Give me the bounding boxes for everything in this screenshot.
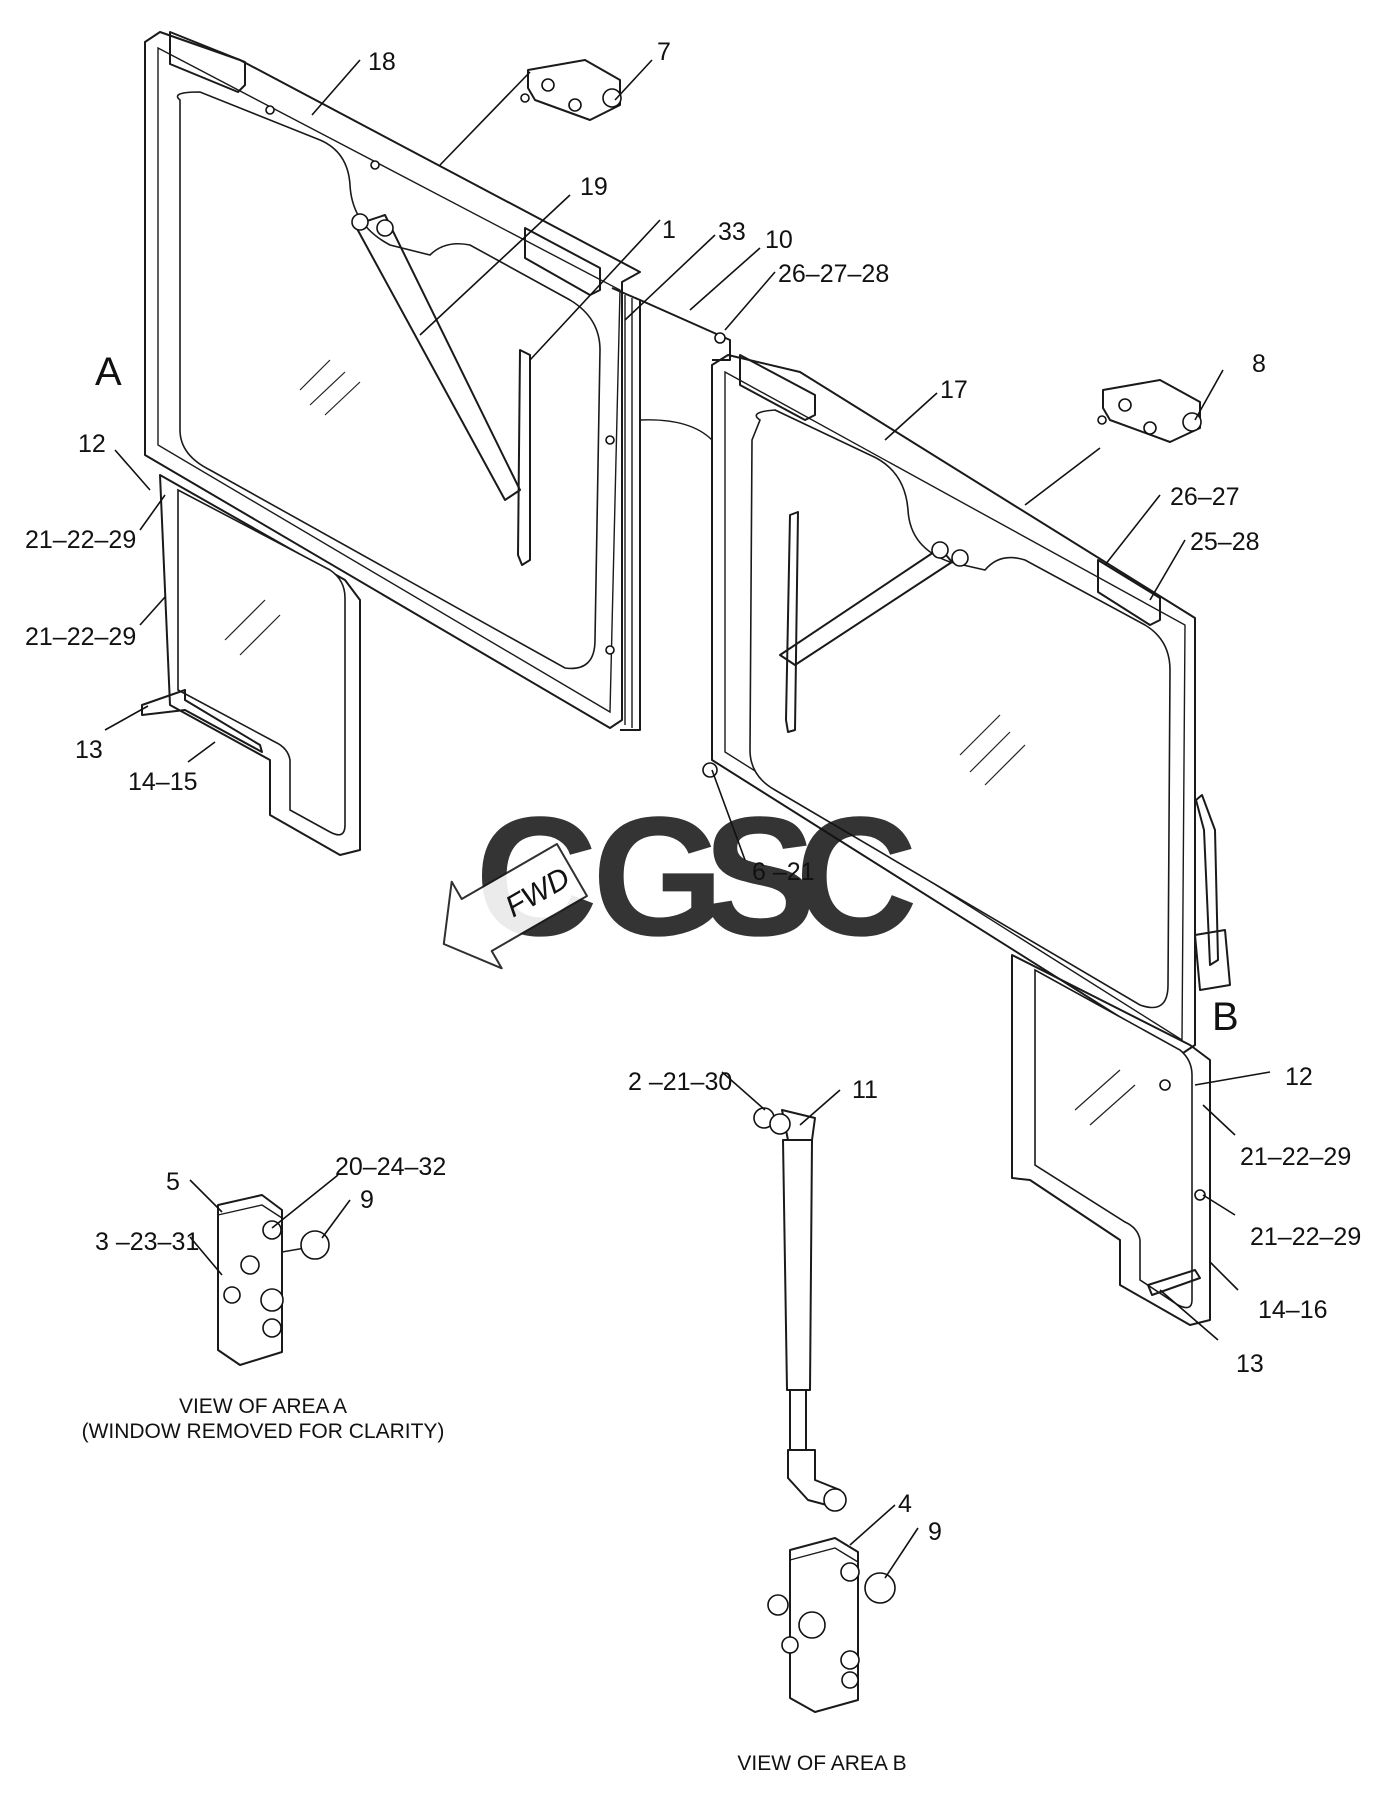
callout-17: 17 — [940, 376, 968, 404]
caption-area-a-title: VIEW OF AREA A — [179, 1395, 347, 1418]
leader-lines — [104, 59, 1271, 1579]
callout-18: 18 — [368, 48, 396, 76]
callout-21-22-29-left-a: 21–22–29 — [25, 526, 136, 554]
callout-21-22-29-right-b: 21–22–29 — [1250, 1223, 1361, 1251]
center-pillar — [611, 287, 731, 731]
area-b-latch-detail — [767, 1537, 896, 1713]
callout-2-21-30: 2 –21–30 — [628, 1068, 732, 1096]
callout-4: 4 — [898, 1490, 912, 1518]
caption-area-b-title: VIEW OF AREA B — [737, 1752, 906, 1775]
callout-9-a: 9 — [360, 1186, 374, 1214]
callout-10: 10 — [765, 226, 793, 254]
left-window-frame — [141, 31, 641, 856]
callout-13-left: 13 — [75, 736, 103, 764]
callout-8: 8 — [1252, 350, 1266, 378]
callout-13-right: 13 — [1236, 1350, 1264, 1378]
callout-14-16: 14–16 — [1258, 1296, 1328, 1324]
caption-area-a-note: (WINDOW REMOVED FOR CLARITY) — [82, 1420, 445, 1443]
latch-assembly-8 — [1097, 379, 1202, 443]
latch-assembly-7 — [520, 59, 622, 121]
callout-26-27: 26–27 — [1170, 483, 1240, 511]
area-label-b: B — [1212, 995, 1239, 1039]
area-label-a: A — [95, 350, 122, 394]
callouts: 18 7 19 1 33 10 26–27–28 8 17 12 21–22–2… — [25, 38, 1361, 1546]
callout-33: 33 — [718, 218, 746, 246]
callout-20-24-32: 20–24–32 — [335, 1153, 446, 1181]
callout-12-left: 12 — [78, 430, 106, 458]
callout-11: 11 — [852, 1076, 878, 1104]
callout-7: 7 — [657, 38, 671, 66]
watermark-letter-4: C — [795, 782, 918, 972]
area-a-latch-detail — [217, 1194, 330, 1366]
callout-21-22-29-left-b: 21–22–29 — [25, 623, 136, 651]
callout-6-21: 6 –21 — [752, 858, 815, 886]
callout-25-28: 25–28 — [1190, 528, 1260, 556]
watermark-letter-2: G — [592, 782, 724, 972]
callout-12-right: 12 — [1285, 1063, 1313, 1091]
callout-19: 19 — [580, 173, 608, 201]
gas-strut-11 — [753, 1107, 847, 1512]
callout-5: 5 — [166, 1168, 180, 1196]
callout-26-27-28: 26–27–28 — [778, 260, 889, 288]
callout-3-23-31: 3 –23–31 — [95, 1228, 199, 1256]
callout-1: 1 — [662, 216, 676, 244]
right-window-frame — [702, 354, 1231, 1326]
callout-9-b: 9 — [928, 1518, 942, 1546]
callout-21-22-29-right-a: 21–22–29 — [1240, 1143, 1351, 1171]
captions: VIEW OF AREA A (WINDOW REMOVED FOR CLARI… — [82, 1395, 907, 1775]
watermark-letter-3: S — [703, 782, 816, 972]
callout-14-15: 14–15 — [128, 768, 198, 796]
